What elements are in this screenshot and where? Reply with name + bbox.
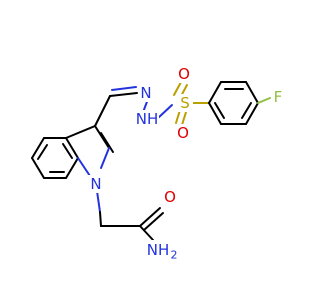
oxygen-label-bottom: O <box>177 124 189 142</box>
bond <box>65 125 96 139</box>
bond <box>214 102 225 119</box>
bond <box>241 102 252 119</box>
bond-lines <box>31 81 271 241</box>
bond <box>175 109 181 124</box>
bond <box>31 137 45 159</box>
bond <box>100 132 114 153</box>
bond <box>139 225 154 241</box>
bond <box>139 207 161 227</box>
bond <box>173 81 182 96</box>
oxygen-label-top: O <box>178 65 190 83</box>
nh2-subscript: 2 <box>171 249 178 262</box>
bond <box>37 144 48 160</box>
n-indole-label: N <box>90 175 101 193</box>
bond <box>109 92 138 97</box>
bond <box>31 157 45 179</box>
bond <box>208 102 222 125</box>
bond <box>96 190 101 213</box>
bond <box>143 212 164 231</box>
bond <box>245 81 259 104</box>
bond <box>65 157 79 179</box>
bond <box>257 97 271 104</box>
bond <box>99 211 102 227</box>
oxygen-label-amide: O <box>164 188 176 206</box>
bond <box>94 95 111 127</box>
bond <box>65 137 79 159</box>
bond <box>208 81 222 104</box>
molecule-structure: NH N S O O F N O NH 2 <box>31 65 285 262</box>
atom-labels: NH N S O O F N O NH 2 <box>88 65 285 262</box>
bond <box>157 104 173 119</box>
nh2-label: NH <box>147 241 170 259</box>
sulfur-label: S <box>180 94 190 112</box>
bond <box>111 86 137 91</box>
n-hydrazone-label: N <box>140 84 151 102</box>
bond <box>181 111 187 126</box>
bond <box>100 147 110 169</box>
fluorine-label: F <box>274 88 283 106</box>
bond <box>245 102 259 125</box>
bond <box>94 125 110 149</box>
nh-label: NH <box>136 110 159 128</box>
bond <box>77 157 91 177</box>
bond <box>62 143 73 159</box>
